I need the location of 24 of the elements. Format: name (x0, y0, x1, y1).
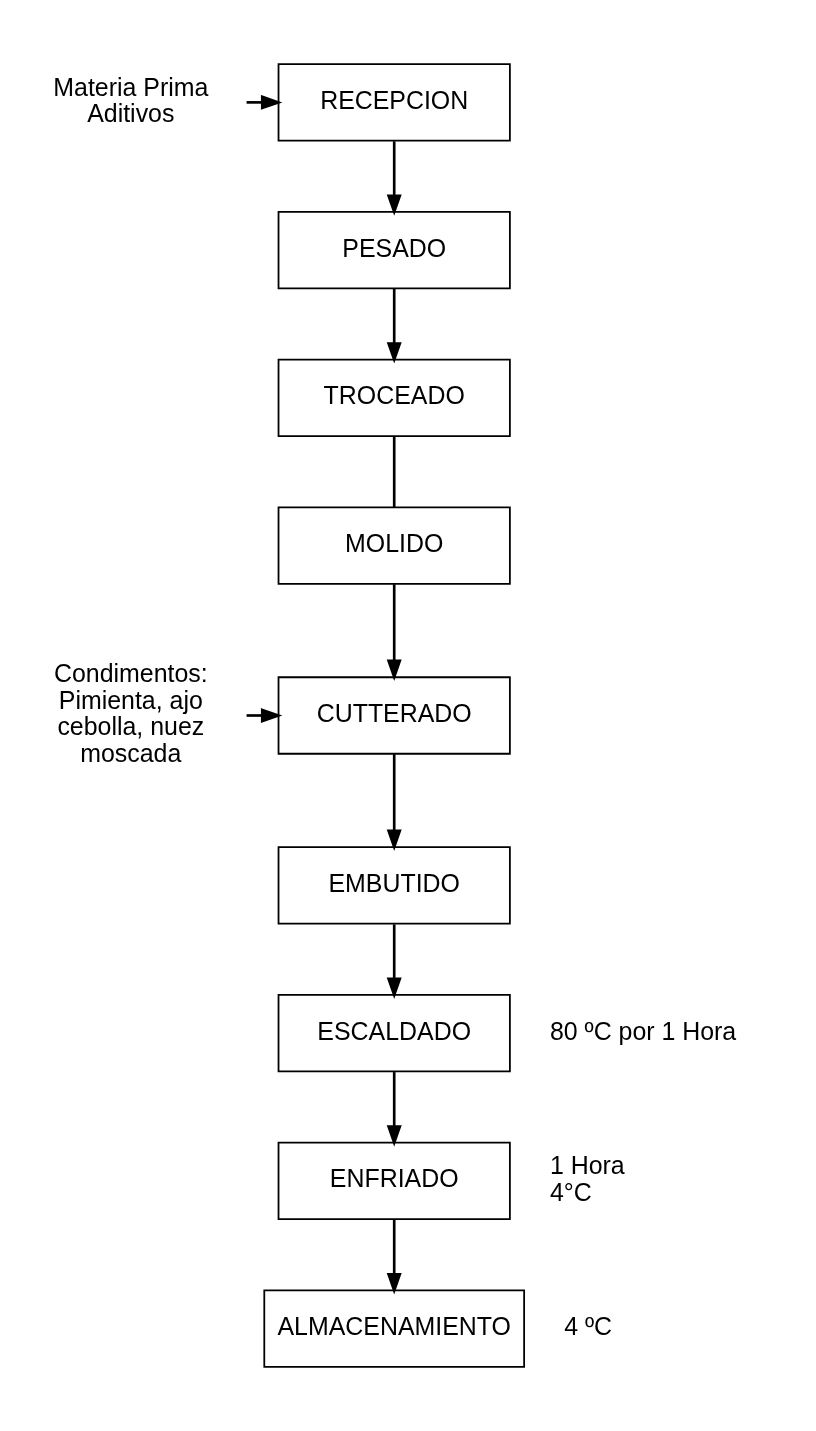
node-box: TROCEADO (277, 358, 511, 437)
node-box: ALMACENAMIENTO (263, 1289, 525, 1368)
node-label: 80 ºC por 1 Hora (549, 1016, 737, 1045)
node-box: CUTTERADO (277, 676, 511, 755)
arrow (386, 584, 402, 681)
arrow (386, 1072, 402, 1147)
node-box: ESCALDADO (277, 994, 511, 1073)
connector (392, 436, 396, 508)
arrow (246, 708, 283, 723)
arrow (386, 141, 402, 216)
node-text: Materia Prima Aditivos (53, 72, 209, 128)
node-box: ENFRIADO (277, 1141, 511, 1221)
node-text: Condimentos: Pimienta, ajo cebolla, nuez moscada (53, 659, 208, 768)
node-label: 4 ºC (564, 1312, 613, 1341)
arrow (386, 924, 402, 999)
node-box: EMBUTIDO (277, 846, 511, 925)
node-label: 1 Hora 4°C (549, 1151, 625, 1206)
arrow (386, 1219, 402, 1295)
node-box: RECEPCION (277, 63, 511, 142)
arrow (386, 754, 402, 851)
node-box: MOLIDO (277, 506, 511, 585)
arrow (386, 289, 402, 364)
arrow (246, 94, 283, 110)
node-box: PESADO (277, 210, 511, 290)
